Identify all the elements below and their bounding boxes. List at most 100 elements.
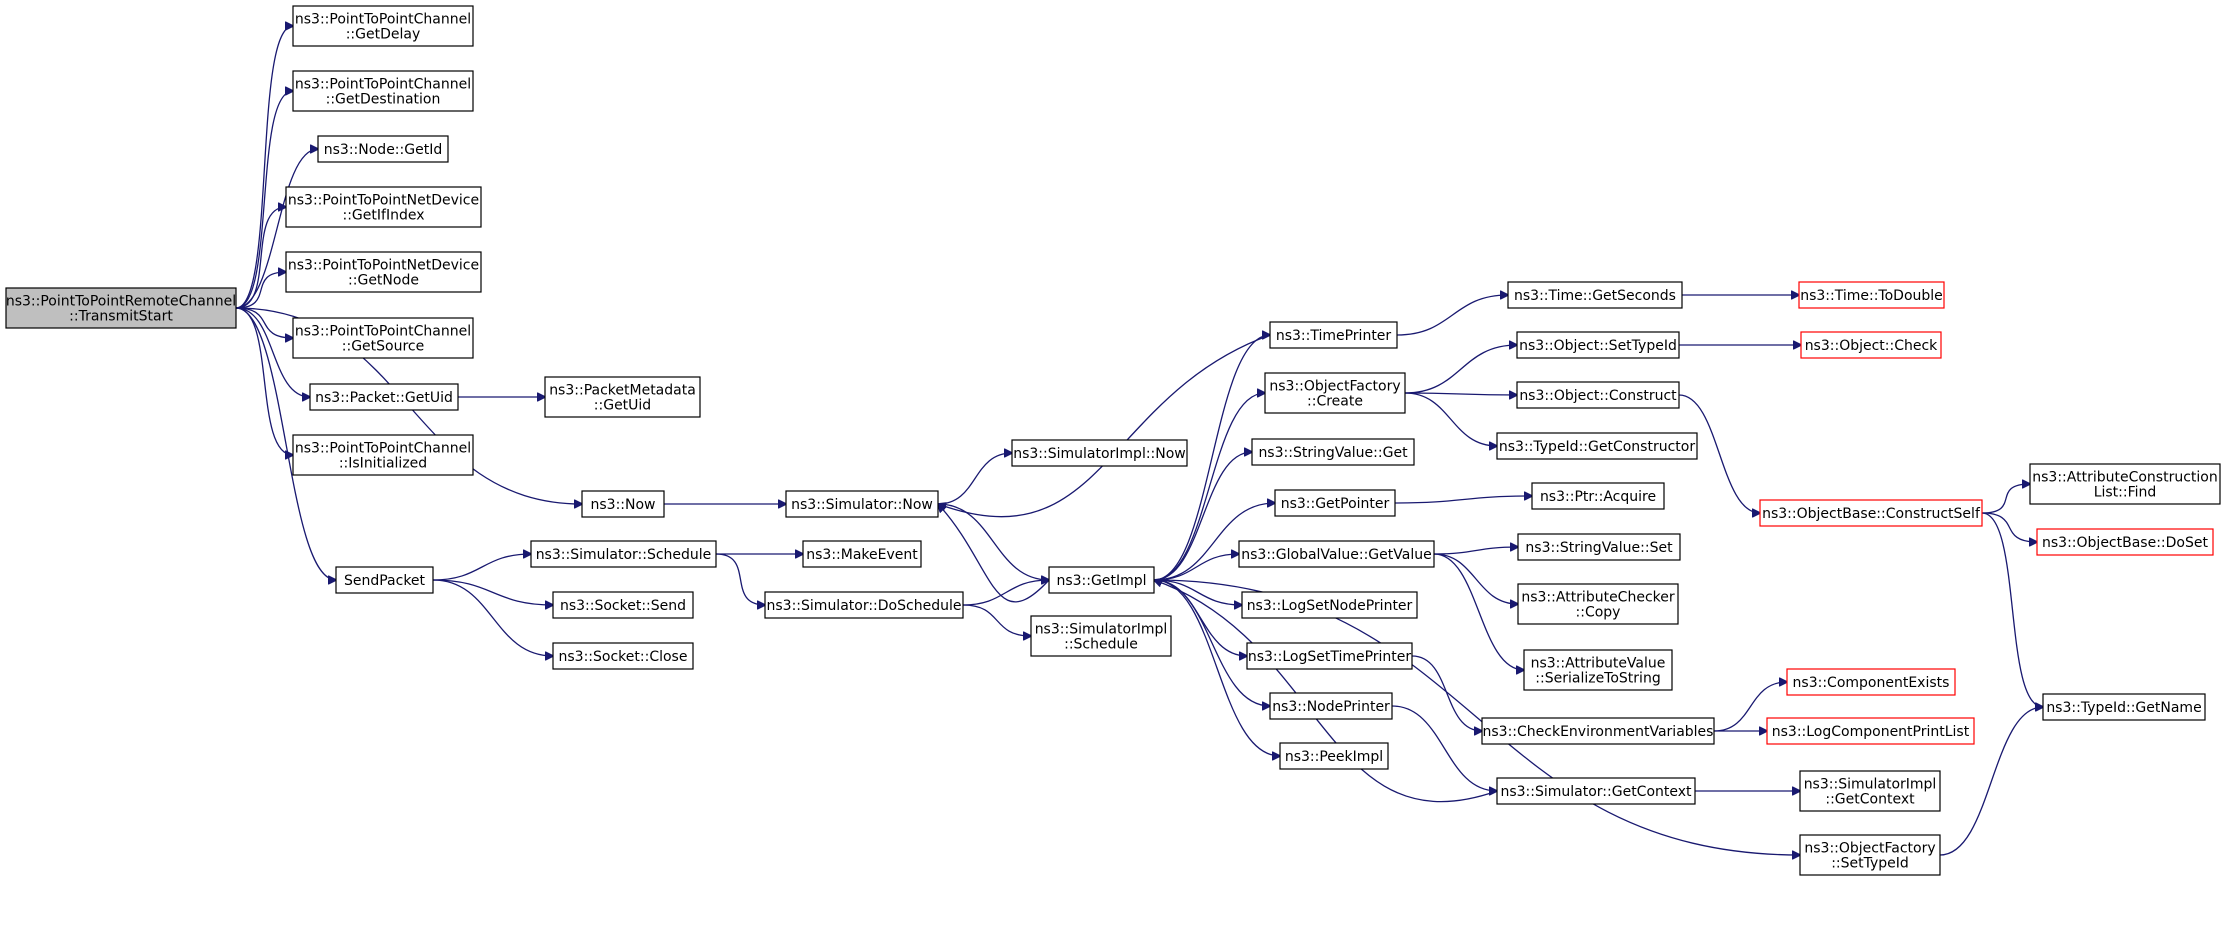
edge-objFactoryCreate-to-objectConstruct [1404, 393, 1517, 395]
node-nodeGetId[interactable]: ns3::Node::GetId [317, 135, 449, 163]
node-label: ns3::Node::GetId [324, 142, 442, 158]
node-timePrinter[interactable]: ns3::TimePrinter [1269, 321, 1398, 349]
node-objectBaseConstructSelf[interactable]: ns3::ObjectBase::ConstructSelf [1759, 499, 1983, 527]
node-box [552, 642, 694, 670]
node-simDoSchedule[interactable]: ns3::Simulator::DoSchedule [764, 591, 964, 619]
edge-simDoSchedule-to-simImplSchedule [962, 604, 1031, 636]
node-stringValueSet[interactable]: ns3::StringValue::Set [1517, 533, 1681, 561]
node-transmitStart[interactable]: ns3::PointToPointRemoteChannel::Transmit… [5, 287, 237, 329]
node-socketSend[interactable]: ns3::Socket::Send [552, 591, 694, 619]
edge-transmitStart-to-packetGetUid [235, 307, 310, 397]
edge-simNow-to-simImplNow [937, 453, 1012, 505]
node-getImpl[interactable]: ns3::GetImpl [1048, 566, 1155, 594]
node-label: ns3::LogSetTimePrinter [1248, 649, 1412, 665]
node-label: ns3::PointToPointChannel [295, 324, 471, 340]
node-box [2029, 463, 2221, 505]
node-getNode[interactable]: ns3::PointToPointNetDevice::GetNode [285, 251, 482, 293]
node-sendPacket[interactable]: SendPacket [335, 566, 434, 594]
node-simImplNow[interactable]: ns3::SimulatorImpl::Now [1011, 439, 1188, 467]
node-box [544, 376, 701, 418]
node-label: ns3::AttributeChecker [1521, 590, 1675, 606]
edge-sendPacket-to-simSchedule [432, 554, 531, 581]
edge-objFactoryCreate-to-typeIdGetConstructor [1404, 392, 1497, 446]
node-timeToDouble[interactable]: ns3::Time::ToDouble [1798, 281, 1945, 309]
node-makeEvent[interactable]: ns3::MakeEvent [802, 540, 922, 568]
node-box [1241, 591, 1418, 619]
node-now[interactable]: ns3::Now [581, 490, 665, 518]
node-label: ::GetDelay [346, 27, 421, 43]
node-label: List::Find [2094, 485, 2157, 501]
node-box [1246, 642, 1413, 670]
node-logSetNodePrinter[interactable]: ns3::LogSetNodePrinter [1241, 591, 1418, 619]
node-label: ::GetSource [342, 339, 424, 355]
node-getIfIndex[interactable]: ns3::PointToPointNetDevice::GetIfIndex [285, 186, 482, 228]
node-label: ns3::SimulatorImpl::Now [1013, 446, 1186, 462]
node-label: ns3::PointToPointChannel [295, 77, 471, 93]
node-peekImpl[interactable]: ns3::PeekImpl [1279, 742, 1389, 770]
node-box [1496, 432, 1698, 460]
node-box [530, 540, 717, 568]
edge-transmitStart-to-getDestination [235, 91, 293, 309]
node-stringValueGet[interactable]: ns3::StringValue::Get [1251, 438, 1415, 466]
node-box [285, 186, 482, 228]
node-getSource[interactable]: ns3::PointToPointChannel::GetSource [292, 317, 474, 359]
node-logSetTimePrinter[interactable]: ns3::LogSetTimePrinter [1246, 642, 1413, 670]
node-typeIdGetConstructor[interactable]: ns3::TypeId::GetConstructor [1496, 432, 1698, 460]
node-globalValueGetValue[interactable]: ns3::GlobalValue::GetValue [1238, 540, 1435, 568]
node-label: ns3::SimulatorImpl [1804, 777, 1937, 793]
node-simGetContext[interactable]: ns3::Simulator::GetContext [1496, 777, 1696, 805]
node-label: ns3::NodePrinter [1272, 699, 1390, 715]
edge-objectBaseConstructSelf-to-attrConstructionListFind [1981, 484, 2030, 514]
node-objFactoryCreate[interactable]: ns3::ObjectFactory::Create [1264, 372, 1406, 414]
node-getPointer[interactable]: ns3::GetPointer [1274, 489, 1396, 517]
node-label: ns3::ObjectFactory [1269, 379, 1400, 395]
node-logComponentPrintList[interactable]: ns3::LogComponentPrintList [1766, 717, 1975, 745]
node-componentExists[interactable]: ns3::ComponentExists [1786, 668, 1956, 696]
node-label: ns3::GlobalValue::GetValue [1241, 547, 1431, 563]
node-ptrAcquire[interactable]: ns3::Ptr::Acquire [1531, 482, 1665, 510]
node-label: ns3::Socket::Close [559, 649, 688, 665]
node-box [1011, 439, 1188, 467]
node-objFactorySetTypeId[interactable]: ns3::ObjectFactory::SetTypeId [1799, 834, 1941, 876]
node-label: ns3::GetPointer [1281, 496, 1390, 512]
node-label: ns3::Simulator::GetContext [1500, 784, 1692, 800]
node-label: ns3::PeekImpl [1285, 749, 1383, 765]
node-box [552, 591, 694, 619]
node-attributeValueSerialize[interactable]: ns3::AttributeValue::SerializeToString [1523, 649, 1673, 691]
node-box [1251, 438, 1415, 466]
node-objectCheck[interactable]: ns3::Object::Check [1800, 331, 1942, 359]
node-label: ns3::PointToPointNetDevice [288, 258, 479, 274]
node-nodePrinter[interactable]: ns3::NodePrinter [1269, 692, 1393, 720]
node-simImplGetContext[interactable]: ns3::SimulatorImpl::GetContext [1799, 770, 1941, 812]
edges-layer [235, 26, 2043, 855]
node-label: ns3::SimulatorImpl [1035, 622, 1168, 638]
edge-getImpl-to-globalValueGetValue [1153, 554, 1239, 581]
node-box [1481, 717, 1715, 745]
node-label: ns3::GetImpl [1056, 573, 1146, 589]
node-socketClose[interactable]: ns3::Socket::Close [552, 642, 694, 670]
edge-transmitStart-to-getSource [235, 307, 293, 338]
node-objectSetTypeId[interactable]: ns3::Object::SetTypeId [1516, 331, 1680, 359]
node-typeIdGetName[interactable]: ns3::TypeId::GetName [2042, 693, 2206, 721]
node-getDestination[interactable]: ns3::PointToPointChannel::GetDestination [292, 70, 474, 112]
node-label: ns3::Socket::Send [560, 598, 686, 614]
node-box [292, 5, 474, 47]
node-label: ns3::AttributeValue [1531, 656, 1666, 672]
node-simImplSchedule[interactable]: ns3::SimulatorImpl::Schedule [1030, 615, 1172, 657]
node-simSchedule[interactable]: ns3::Simulator::Schedule [530, 540, 717, 568]
node-timeGetSeconds[interactable]: ns3::Time::GetSeconds [1507, 281, 1683, 309]
node-packetGetUid[interactable]: ns3::Packet::GetUid [309, 383, 459, 411]
node-attributeCheckerCopy[interactable]: ns3::AttributeChecker::Copy [1517, 583, 1679, 625]
node-objectConstruct[interactable]: ns3::Object::Construct [1516, 381, 1680, 409]
edge-getImpl-to-simNow [938, 504, 1050, 603]
node-box [802, 540, 922, 568]
node-label: ::Schedule [1064, 637, 1138, 653]
node-checkEnvVars[interactable]: ns3::CheckEnvironmentVariables [1481, 717, 1715, 745]
node-packetMetadataGetUid[interactable]: ns3::PacketMetadata::GetUid [544, 376, 701, 418]
node-label: ns3::PointToPointRemoteChannel [6, 294, 236, 310]
node-simNow[interactable]: ns3::Simulator::Now [785, 490, 939, 518]
node-getDelay[interactable]: ns3::PointToPointChannel::GetDelay [292, 5, 474, 47]
node-isInitialized[interactable]: ns3::PointToPointChannel::IsInitialized [292, 434, 474, 476]
node-objectBaseDoSet[interactable]: ns3::ObjectBase::DoSet [2036, 528, 2214, 556]
